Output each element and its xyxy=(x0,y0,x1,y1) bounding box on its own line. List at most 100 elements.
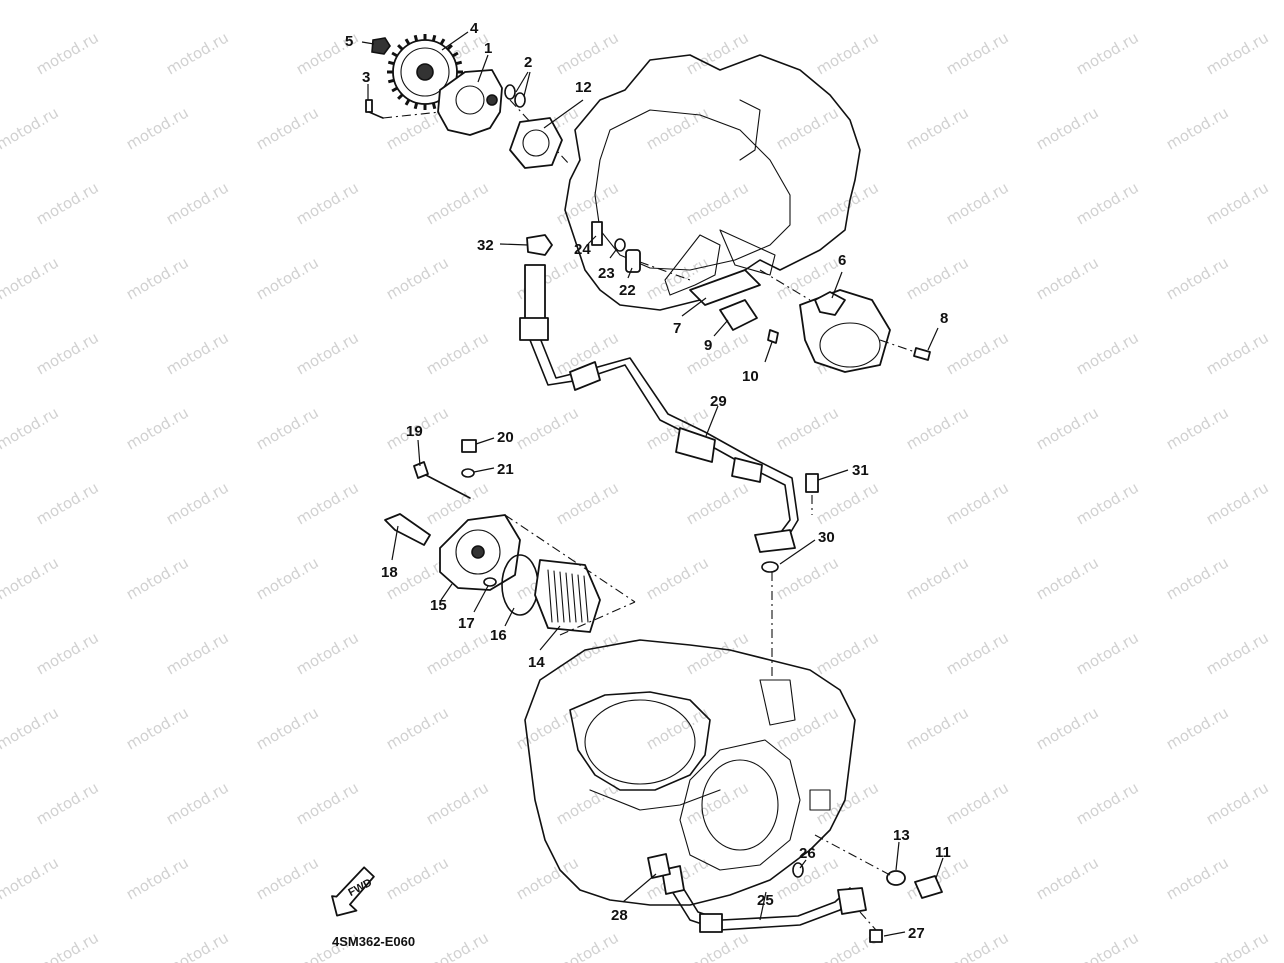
filter-pleat xyxy=(547,569,553,623)
watermark-text: motod.ru xyxy=(163,328,232,378)
callout-5: 5 xyxy=(345,33,353,50)
watermark-text: motod.ru xyxy=(123,403,192,453)
watermark-text: motod.ru xyxy=(253,703,322,753)
o-ring-26 xyxy=(792,862,804,878)
callout-12: 12 xyxy=(575,79,592,96)
watermark-text: motod.ru xyxy=(1163,253,1232,303)
callout-1: 1 xyxy=(484,40,492,57)
callout-31: 31 xyxy=(852,462,869,479)
watermark-text: motod.ru xyxy=(943,778,1012,828)
watermark-text: motod.ru xyxy=(423,928,492,963)
watermark-text: motod.ru xyxy=(253,103,322,153)
watermark-text: motod.ru xyxy=(773,703,842,753)
forward-label: FWD xyxy=(346,877,374,899)
watermark-text: motod.ru xyxy=(293,478,362,528)
callout-16: 16 xyxy=(490,627,507,644)
callout-8: 8 xyxy=(940,310,948,327)
sprocket-tooth xyxy=(391,86,399,93)
watermark-text: motod.ru xyxy=(253,853,322,903)
fitting-28 xyxy=(647,853,671,879)
watermark-text: motod.ru xyxy=(683,778,752,828)
callout-14: 14 xyxy=(528,654,545,671)
watermark-text: motod.ru xyxy=(943,28,1012,78)
watermark-text: motod.ru xyxy=(1203,28,1272,78)
callout-17: 17 xyxy=(458,615,475,632)
watermark-text: motod.ru xyxy=(123,853,192,903)
watermark-text: motod.ru xyxy=(0,553,62,603)
lower-crankcase xyxy=(524,639,856,906)
watermark-text: motod.ru xyxy=(293,178,362,228)
gasket-12 xyxy=(509,117,563,169)
watermark-text: motod.ru xyxy=(1203,778,1272,828)
watermark-text: motod.ru xyxy=(293,328,362,378)
watermark-text: motod.ru xyxy=(903,103,972,153)
callout-21: 21 xyxy=(497,461,514,478)
watermark-text: motod.ru xyxy=(513,853,582,903)
watermark-text: motod.ru xyxy=(773,553,842,603)
watermark-text: motod.ru xyxy=(383,0,452,3)
sprocket-tooth xyxy=(391,51,399,58)
watermark-text: motod.ru xyxy=(643,0,712,3)
watermark-text: motod.ru xyxy=(943,178,1012,228)
watermark-text: motod.ru xyxy=(33,328,102,378)
watermark-text: motod.ru xyxy=(943,328,1012,378)
watermark-text: motod.ru xyxy=(163,778,232,828)
watermark-text: motod.ru xyxy=(0,703,62,753)
callout-7: 7 xyxy=(673,320,681,337)
watermark-text: motod.ru xyxy=(903,553,972,603)
watermark-text: motod.ru xyxy=(293,778,362,828)
watermark-text: motod.ru xyxy=(1163,553,1232,603)
watermark-text: motod.ru xyxy=(903,253,972,303)
watermark-text: motod.ru xyxy=(33,778,102,828)
watermark-text: motod.ru xyxy=(553,478,622,528)
callout-25: 25 xyxy=(757,892,774,909)
watermark-text: motod.ru xyxy=(1203,478,1272,528)
watermark-text: motod.ru xyxy=(513,253,582,303)
drain-plug-11 xyxy=(914,875,943,899)
watermark-text: motod.ru xyxy=(253,253,322,303)
union-bolt-31 xyxy=(805,473,819,515)
callout-22: 22 xyxy=(619,282,636,299)
sprocket-tooth xyxy=(431,34,437,42)
watermark-text: motod.ru xyxy=(33,28,102,78)
sprocket-tooth xyxy=(404,38,411,46)
watermark-text: motod.ru xyxy=(1073,478,1142,528)
watermark-text: motod.ru xyxy=(33,628,102,678)
watermark-text: motod.ru xyxy=(1073,928,1142,963)
callout-27: 27 xyxy=(908,925,925,942)
sprocket-tooth xyxy=(413,102,419,110)
filter-pleat xyxy=(583,575,589,623)
watermark-text: motod.ru xyxy=(423,178,492,228)
sprocket-tooth xyxy=(451,51,459,58)
watermark-text: motod.ru xyxy=(1163,853,1232,903)
watermark-text: motod.ru xyxy=(0,103,62,153)
watermark-text: motod.ru xyxy=(513,403,582,453)
callout-4: 4 xyxy=(470,20,479,37)
sprocket-tooth xyxy=(431,102,437,110)
callout-19: 19 xyxy=(406,423,423,440)
watermark-text: motod.ru xyxy=(813,28,882,78)
watermark-text: motod.ru xyxy=(383,253,452,303)
callout-10: 10 xyxy=(742,368,759,385)
sprocket-tooth xyxy=(446,44,453,51)
watermark-text: motod.ru xyxy=(293,628,362,678)
watermark-text: motod.ru xyxy=(1203,178,1272,228)
diagram-code: 4SM362-E060 xyxy=(332,934,415,949)
sprocket-tooth xyxy=(387,78,395,84)
watermark-text: motod.ru xyxy=(553,28,622,78)
forward-arrow-icon: FWD xyxy=(331,866,375,917)
watermark-text: motod.ru xyxy=(33,928,102,963)
filter-pleat xyxy=(577,574,583,623)
filter-pleat xyxy=(571,573,577,623)
watermark-text: motod.ru xyxy=(0,403,62,453)
filter-pleat xyxy=(553,570,559,623)
watermark-text: motod.ru xyxy=(423,628,492,678)
callout-3: 3 xyxy=(362,69,370,86)
sprocket-tooth xyxy=(439,38,446,46)
washer-13 xyxy=(886,870,906,886)
sprocket-tooth xyxy=(397,44,404,51)
watermark-text: motod.ru xyxy=(33,478,102,528)
callout-2: 2 xyxy=(524,54,532,71)
